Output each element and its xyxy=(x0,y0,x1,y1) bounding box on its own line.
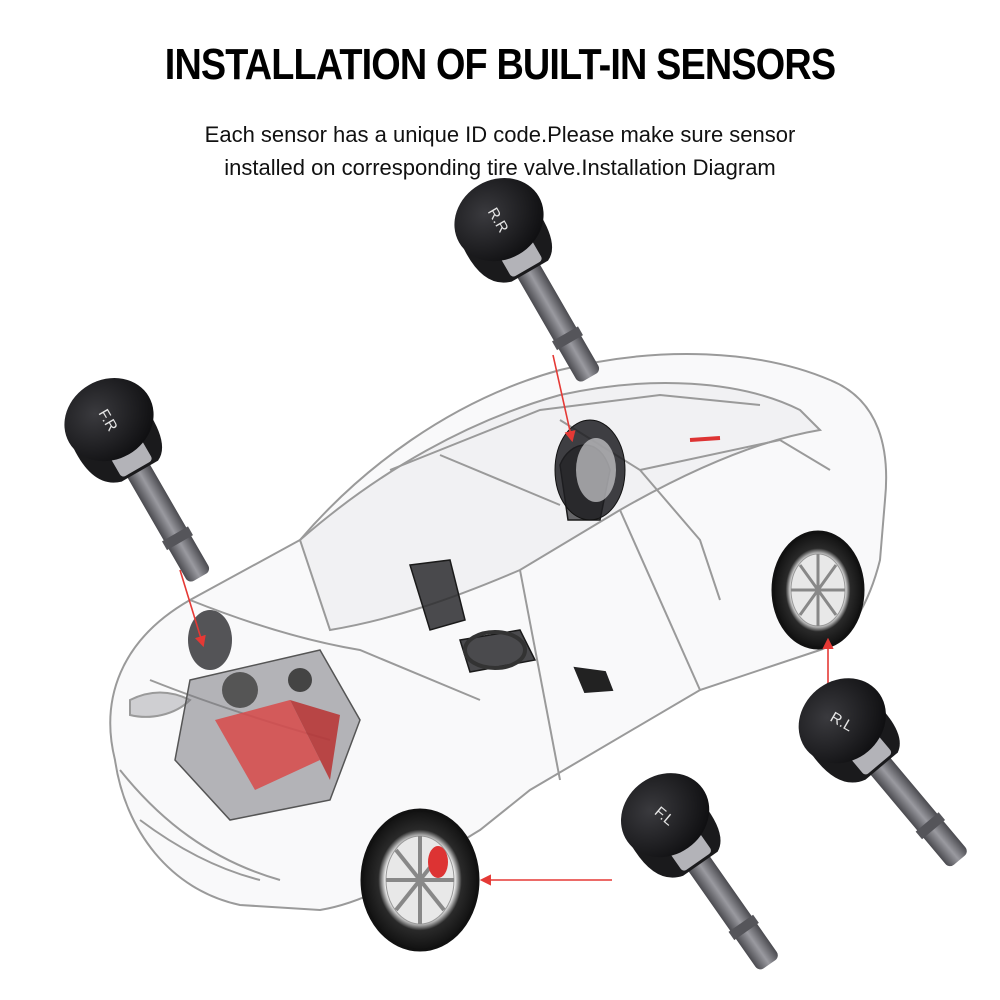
sensor-fr: F.R xyxy=(49,361,240,601)
instruction-line-2: installed on corresponding tire valve.In… xyxy=(224,155,776,180)
sensor-fl: F.L xyxy=(604,756,808,991)
car-engine xyxy=(174,649,361,821)
car-wheels xyxy=(188,419,865,952)
sensor-rl: R.L xyxy=(781,660,995,890)
instruction-text: Each sensor has a unique ID code.Please … xyxy=(0,118,1000,184)
page-title: INSTALLATION OF BUILT-IN SENSORS xyxy=(164,40,836,89)
indicator-arrows xyxy=(179,354,834,886)
instruction-line-1: Each sensor has a unique ID code.Please … xyxy=(204,122,796,147)
arrow-rr xyxy=(552,354,576,443)
sensor-rr: R.R xyxy=(439,161,630,401)
arrow-fr xyxy=(179,569,206,648)
